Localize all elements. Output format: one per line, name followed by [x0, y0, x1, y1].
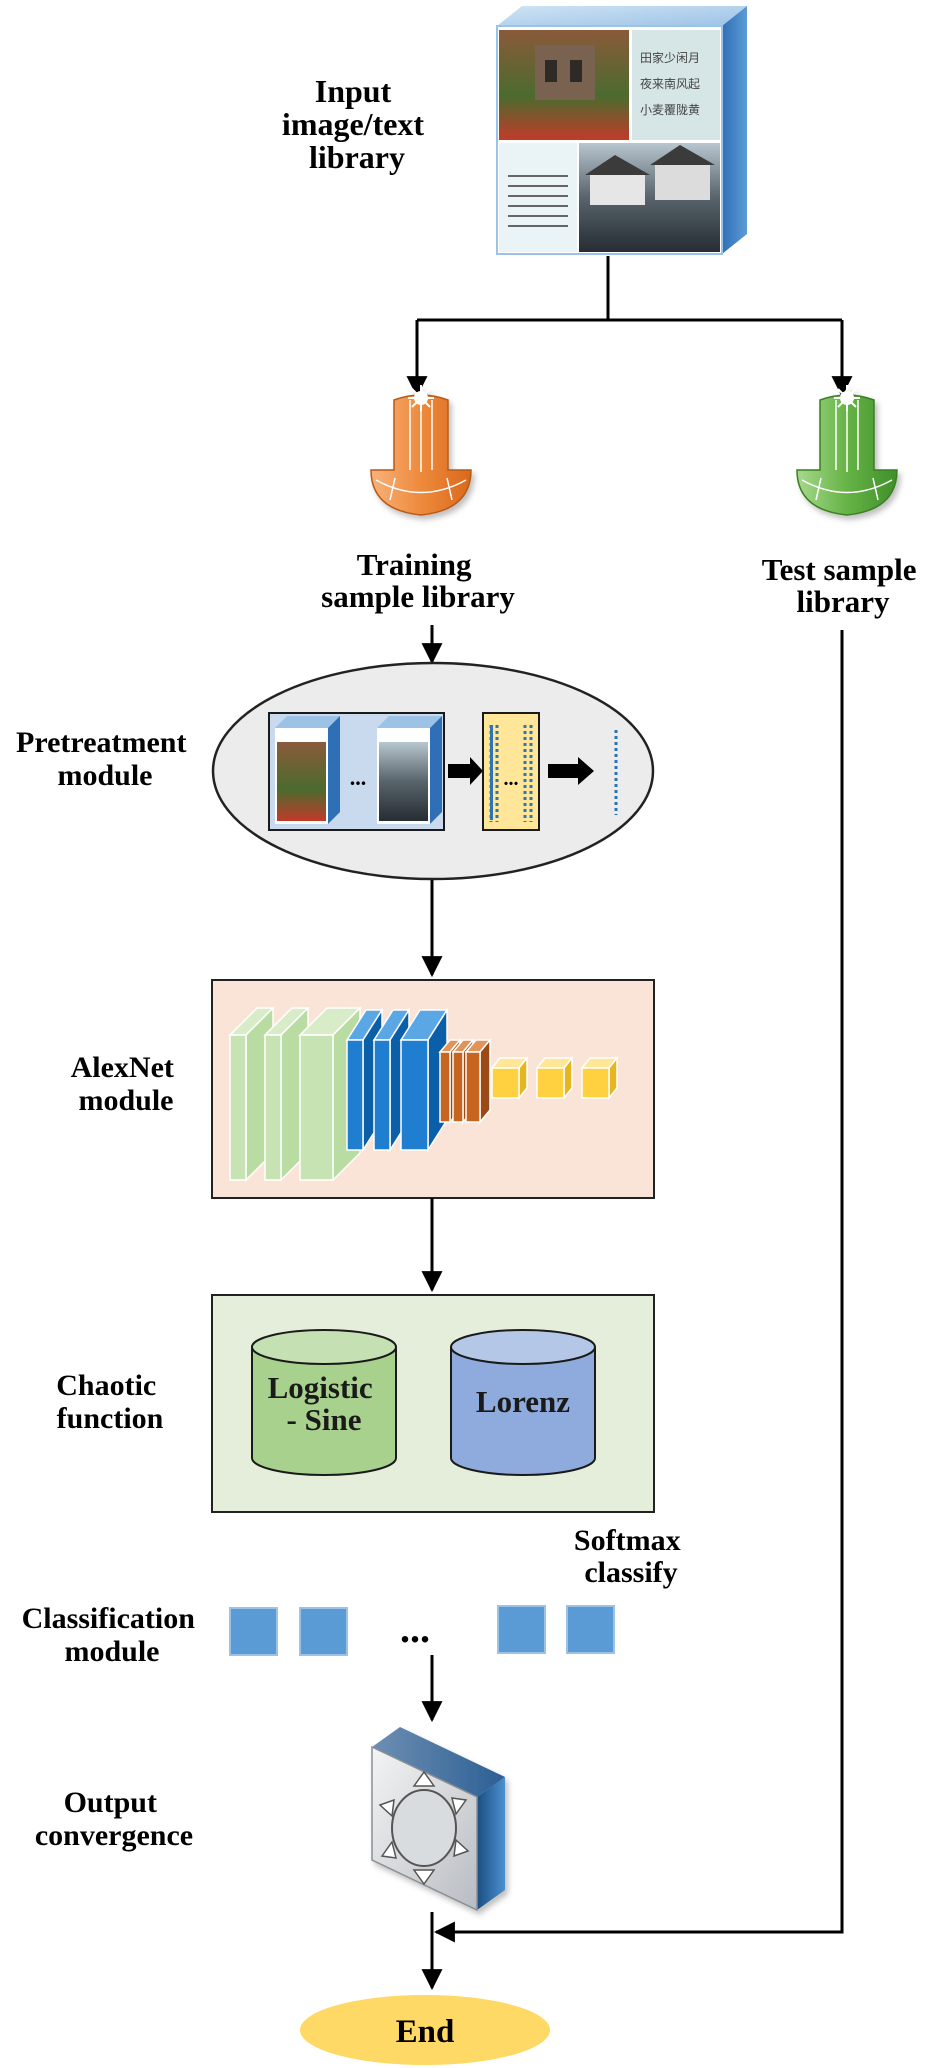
softmax-label: Softmax classify [574, 1524, 688, 1589]
logistic-label: Logistic [268, 1370, 373, 1405]
class-ellipsis: ... [400, 1606, 430, 1651]
input-library-label: Input image/text library [282, 73, 432, 175]
end-terminal [300, 1995, 550, 2065]
svg-text:夜来南风起: 夜来南风起 [640, 76, 700, 91]
svg-text:小麦覆陇黄: 小麦覆陇黄 [640, 102, 700, 117]
alexnet-layers-graphic [228, 1006, 619, 1182]
class-node-1 [229, 1607, 278, 1656]
classification-nodes: ... [229, 1605, 615, 1656]
test-library-label: Test sample library [762, 552, 924, 619]
training-library-label: Training sample library [321, 547, 515, 614]
class-node-4 [566, 1605, 615, 1654]
training-library-icon [370, 385, 472, 516]
pretreatment-label: Pretreatment module [16, 726, 194, 792]
class-node-3 [497, 1605, 546, 1654]
alexnet-label: AlexNet module [71, 1051, 182, 1117]
output-convergence-icon [371, 1727, 505, 1912]
logistic-sine-cylinder: Logistic - Sine [251, 1329, 397, 1476]
test-return-line [433, 630, 844, 1943]
pretreatment-arrow-2 [548, 757, 594, 785]
input-library-icon: 田家少闲月 夜来南风起 小麦覆陇黄 [496, 6, 747, 255]
lorenz-label: Lorenz [476, 1384, 570, 1419]
feature-ellipsis: ... [504, 768, 519, 790]
svg-text:Logistic - Sine: Logistic - Sine [268, 1370, 381, 1437]
class-node-2 [299, 1607, 348, 1656]
svg-text:田家少闲月: 田家少闲月 [640, 50, 700, 65]
pretreatment-arrow-1 [448, 757, 483, 785]
output-label: Output convergence [35, 1786, 193, 1852]
test-library-icon [796, 385, 898, 516]
lorenz-cylinder: Lorenz [450, 1329, 596, 1476]
pretreatment-image-ellipsis: ... [350, 765, 367, 790]
classification-label: Classification module [22, 1602, 203, 1668]
pretreatment-feature-panel: ... [482, 712, 540, 831]
end-label: End [396, 2014, 455, 2050]
pretreatment-images-panel: ... [268, 712, 445, 831]
sine-label: - Sine [287, 1402, 362, 1437]
chaotic-label: Chaotic function [56, 1369, 164, 1435]
